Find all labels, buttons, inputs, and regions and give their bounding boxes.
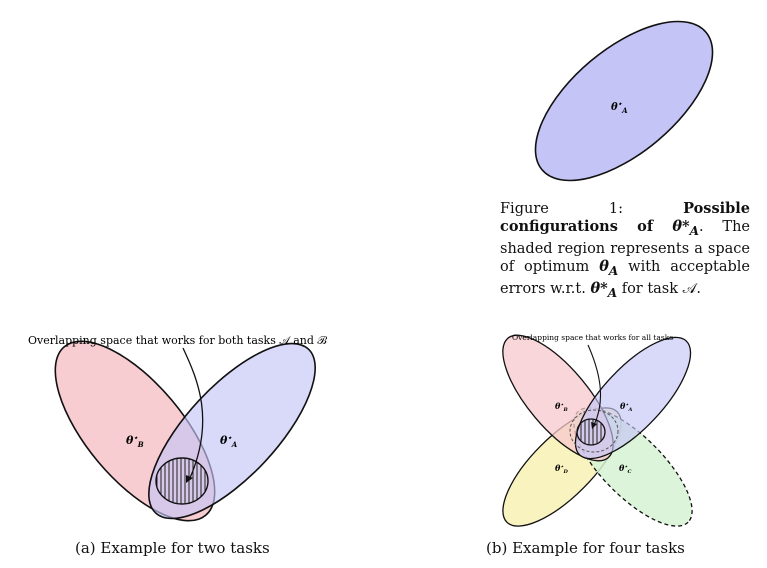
- panel-a-overlap-hatched: [155, 457, 209, 505]
- panel-a-caption: (a) Example for two tasks: [75, 539, 270, 557]
- figure1-ellipse-A: [534, 20, 714, 182]
- panel-a-arrowhead: [186, 475, 193, 483]
- panel-a-theta-A-label: θ⋆A: [220, 433, 238, 449]
- panel-b-annotation-arrow: [587, 344, 602, 426]
- panel-b-overlap-dashed: [569, 409, 619, 453]
- panel-b-arrowhead: [591, 422, 597, 429]
- figure1-caption-theta-star-symbol: θ*A: [590, 279, 618, 300]
- figure1-caption-bold: Possible configurations of θ*A: [500, 200, 750, 238]
- panel-a-annotation-arrow: [182, 347, 204, 479]
- figure1-theta-A-label: θ⋆A: [611, 99, 628, 115]
- panel-a-theta-B-label: θ⋆B: [126, 433, 144, 449]
- panel-a-annotation-text: Overlapping space that works for both ta…: [28, 334, 327, 347]
- panel-b-annotation-text: Overlapping space that works for all tas…: [512, 333, 673, 342]
- figure1-caption-end: for task 𝒜.: [621, 280, 701, 297]
- figure1-caption-rest: . The shaded region represents a space o…: [500, 219, 750, 275]
- panel-b-overlap-hatched: [576, 418, 606, 446]
- panel-b-theta-C-label: θ⋆C: [619, 463, 631, 475]
- panel-b-theta-B-label: θ⋆B: [555, 401, 568, 413]
- figure1-caption-theta-symbol: θA: [599, 257, 619, 278]
- figure1-caption-rest2: with acceptable errors w.r.t.: [500, 258, 751, 297]
- panel-b-caption: (b) Example for four tasks: [486, 539, 685, 557]
- panel-b-theta-D-label: θ⋆D: [555, 463, 568, 475]
- figure1-caption: Figure 1: Possible configurations of θ*A…: [500, 200, 750, 302]
- figure1-caption-prefix: Figure 1:: [500, 201, 624, 217]
- panel-b-theta-A-label: θ⋆A: [620, 401, 632, 413]
